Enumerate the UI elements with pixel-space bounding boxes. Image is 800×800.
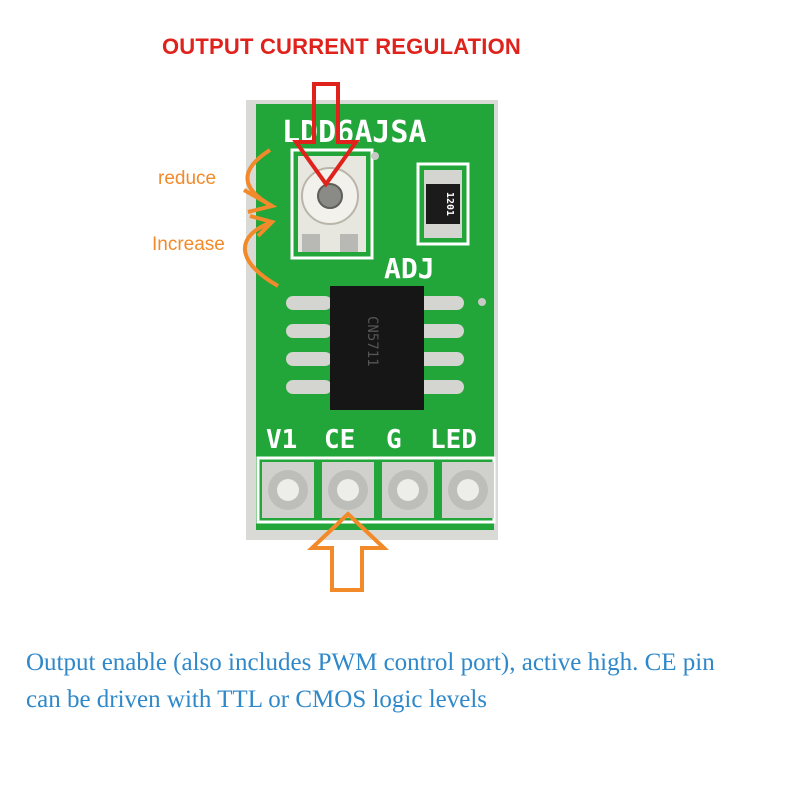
- pin-label-led: LED: [430, 425, 477, 455]
- pin-header: [256, 456, 496, 524]
- label-reduce: reduce: [158, 168, 217, 189]
- resistor-outline: [416, 162, 470, 246]
- pot-outline: [290, 148, 374, 260]
- ic-chip: [330, 286, 424, 410]
- via-2: [478, 298, 486, 306]
- resistor: [426, 184, 460, 224]
- pot-pad-right: [340, 234, 358, 252]
- via: [371, 152, 379, 160]
- pot-screw: [317, 183, 343, 209]
- caption-line-2: can be driven with TTL or CMOS logic lev…: [26, 686, 488, 713]
- arrow-down-icon: [292, 82, 360, 188]
- label-increase: Increase: [152, 234, 225, 255]
- title-output-current-regulation: OUTPUT CURRENT REGULATION: [162, 34, 522, 59]
- ic-marking: CN5711: [364, 316, 380, 367]
- adj-label: ADJ: [384, 252, 435, 285]
- pin-label-g: G: [386, 425, 402, 455]
- caption-line-1: Output enable (also includes PWM control…: [26, 649, 715, 676]
- resistor-code: 1201: [444, 192, 455, 216]
- arrow-up-icon: [306, 511, 390, 592]
- pot-pad-left: [302, 234, 320, 252]
- pin-label-ce: CE: [324, 425, 355, 455]
- ic-pins: [286, 296, 464, 394]
- increase-arrow-icon: [242, 220, 279, 288]
- increase-arrowhead-icon: [249, 214, 276, 238]
- reduce-arrowhead-icon: [243, 188, 278, 214]
- pin-label-v1: V1: [266, 425, 297, 455]
